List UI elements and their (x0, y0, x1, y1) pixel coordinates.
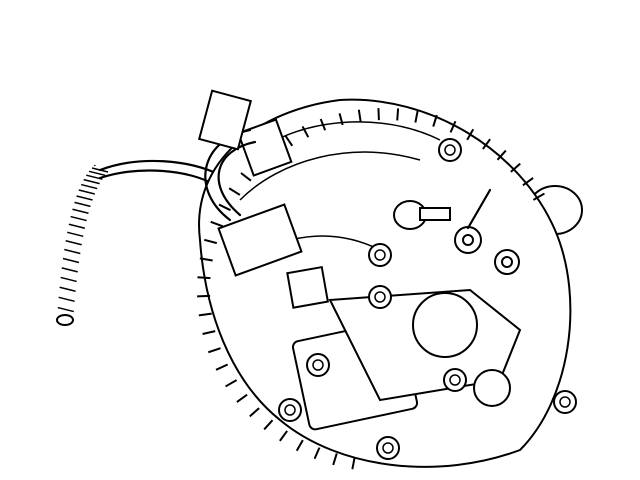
cooling-fin (240, 172, 252, 182)
cooling-fin (449, 120, 457, 133)
cooling-fin (466, 128, 475, 141)
loom-rib (88, 170, 106, 177)
loom-rib (76, 195, 93, 201)
bolt-head (374, 249, 386, 261)
loom-rib (65, 239, 82, 246)
loom-rib (78, 189, 95, 195)
bolt-icon (368, 285, 392, 309)
loom-rib (57, 306, 74, 313)
bolt-head (449, 374, 461, 386)
cooling-fin (332, 453, 338, 466)
alternator-body (197, 98, 572, 470)
bolt-head (382, 442, 394, 454)
bolt-head (312, 359, 324, 371)
cooling-fin (199, 257, 213, 262)
wire-loom (56, 159, 222, 326)
cooling-fin (496, 149, 507, 161)
cooling-fin (351, 457, 356, 470)
bolt-icon (553, 390, 577, 414)
loom-rib (64, 248, 81, 255)
cooling-fin (263, 419, 274, 431)
cooling-fin (313, 447, 321, 460)
bolt-head (284, 404, 296, 416)
bolt-icon (438, 138, 462, 162)
cooling-fin (396, 108, 400, 121)
loom-rib (74, 201, 91, 208)
loom-rib (72, 208, 89, 215)
loom-rib (83, 178, 100, 185)
wiring-connector (197, 89, 303, 277)
cooling-fin (197, 276, 211, 280)
cooling-fin (295, 439, 304, 452)
cooling-fin (414, 110, 419, 123)
bolt-head (444, 144, 456, 156)
cooling-fin (301, 125, 310, 138)
cooling-fin (532, 192, 545, 201)
bolt-head (559, 396, 571, 408)
cooling-fin (225, 379, 238, 388)
cooling-fin (357, 109, 362, 122)
bolt-head (374, 291, 386, 303)
cooling-fin (482, 138, 491, 150)
bolt-icon (443, 368, 467, 392)
cooling-fin (510, 162, 521, 173)
cooling-fin (228, 187, 241, 196)
loom-rib (67, 231, 84, 238)
cooling-fin (210, 220, 224, 228)
loom-rib (61, 267, 78, 273)
loom-rib (70, 215, 87, 222)
mounting-bolts (278, 138, 577, 460)
cooling-fin (432, 114, 438, 127)
bolt-icon (376, 436, 400, 460)
cooling-fin (279, 430, 288, 442)
output-terminal (393, 188, 520, 275)
bolt-icon (278, 398, 302, 422)
cooling-fin (204, 238, 218, 245)
loom-rib (60, 276, 77, 283)
loom-rib (58, 296, 75, 303)
loom-rib (80, 183, 98, 190)
cooling-fin (236, 393, 248, 403)
cooling-fin (218, 203, 231, 212)
loom-rib (68, 223, 86, 229)
regulator-cap (412, 292, 478, 358)
cooling-fin (249, 407, 260, 418)
bolt-icon (306, 353, 330, 377)
loom-rib (59, 286, 76, 293)
cooling-fin (208, 347, 221, 354)
loom-rib (62, 257, 80, 264)
bolt-icon (368, 243, 392, 267)
cooling-fin (522, 177, 534, 187)
cooling-fin (202, 330, 216, 336)
cooling-fin (198, 312, 212, 317)
cooling-fin (284, 135, 294, 147)
cooling-fin (215, 363, 229, 371)
